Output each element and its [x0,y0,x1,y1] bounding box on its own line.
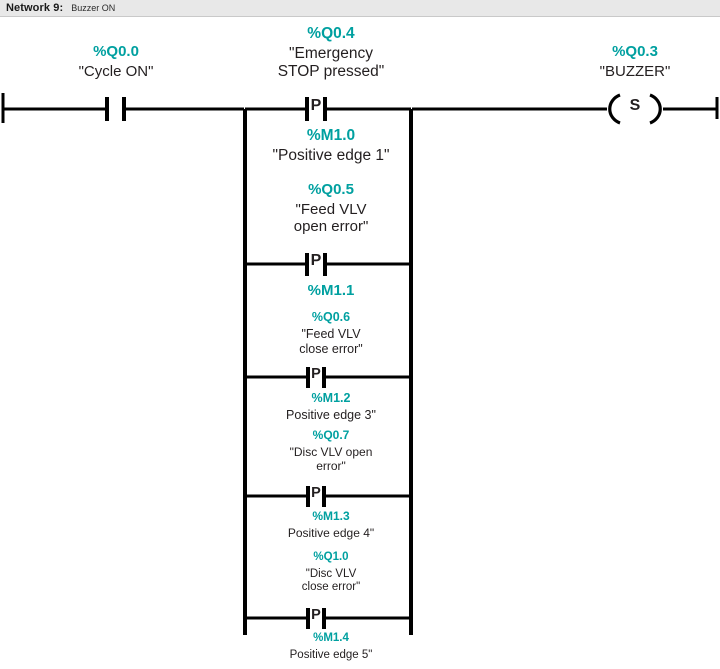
network-header[interactable]: Network 9: Buzzer ON [0,0,720,17]
network-number-label: Network 9: [6,2,64,14]
ladder-diagram-canvas: S %Q0.0 "Cycle ON" %Q0.3 "BUZZER" %Q0.4 … [0,17,720,669]
coil-paren-right [649,93,662,125]
coil-q03-symbol[interactable] [608,93,662,125]
contact-p3-symbol[interactable] [306,367,326,388]
ladder-wiring-svg [1,93,719,635]
contact-q00-symbol[interactable] [105,97,126,121]
contact-p4-symbol[interactable] [306,486,326,507]
contact-p2-symbol[interactable] [305,253,327,276]
contact-p5-symbol[interactable] [306,608,326,629]
contact-p1-symbol[interactable] [305,97,327,121]
coil-paren-left [608,93,621,125]
network-title-label: Buzzer ON [71,3,116,13]
branch-vertical-rails [243,109,413,635]
